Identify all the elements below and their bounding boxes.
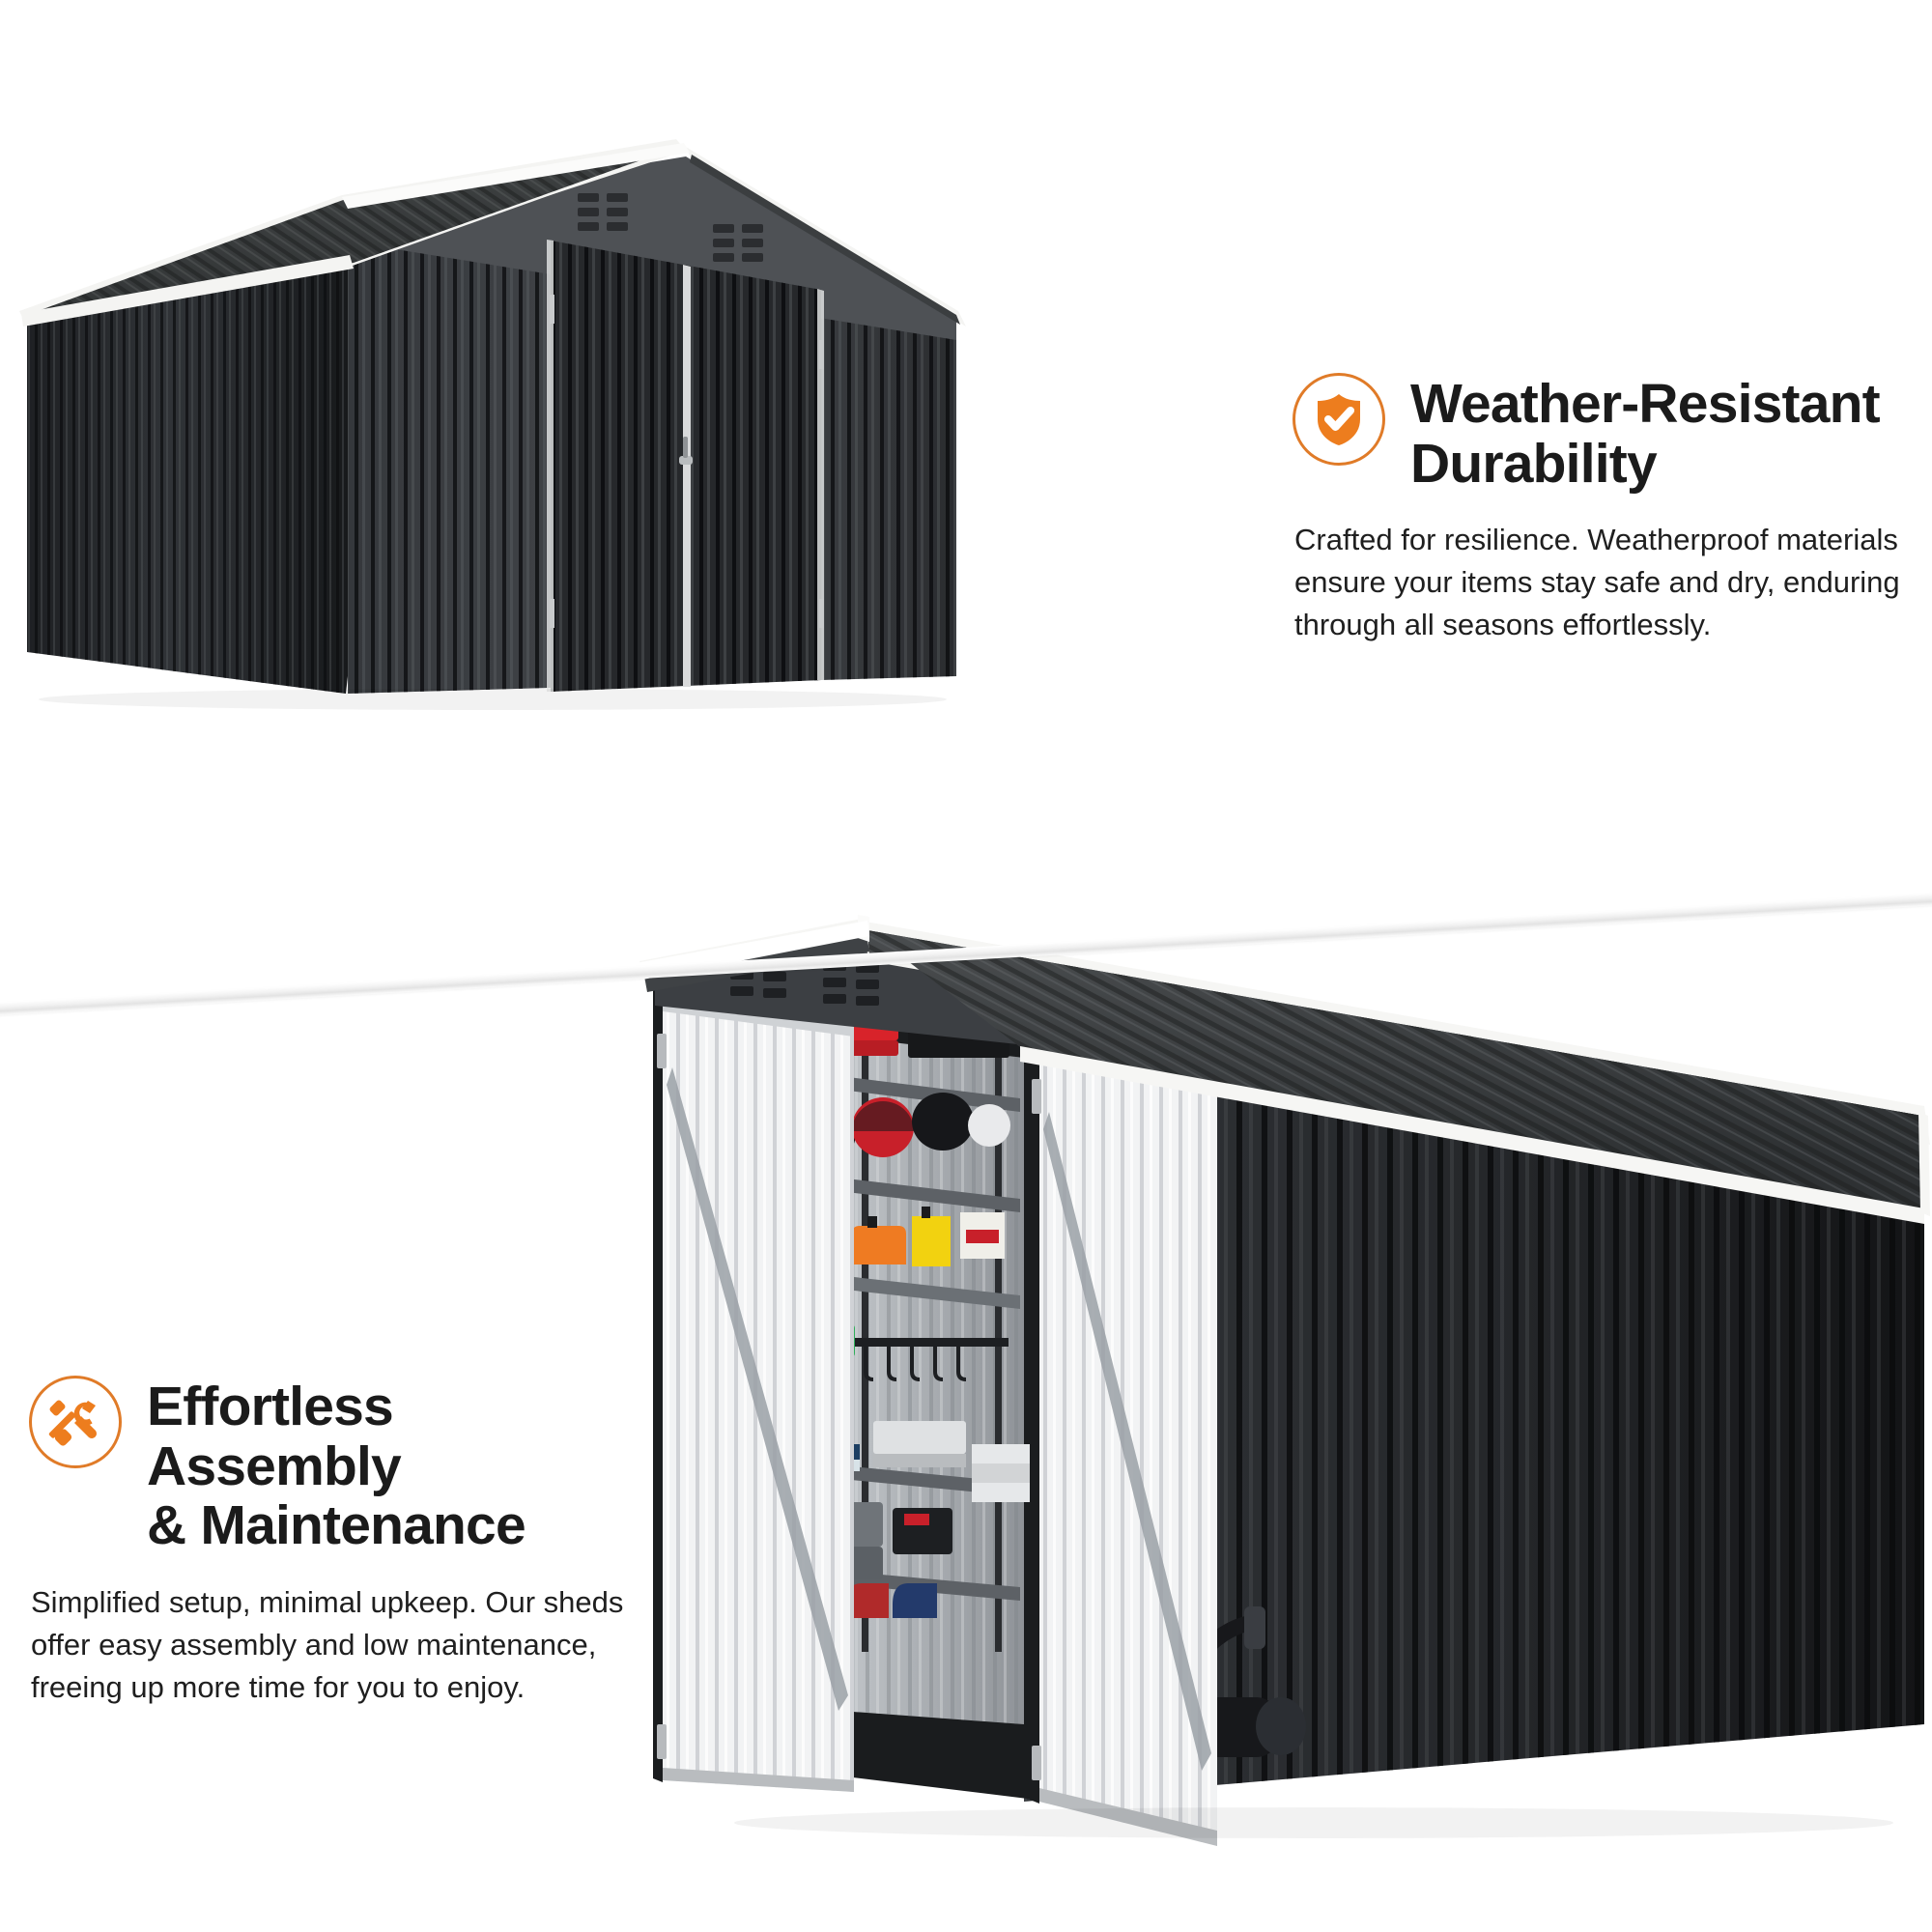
storage-shed-closed-doors-image [10, 97, 985, 734]
feature-weather-resistant: Weather-Resistant Durability Crafted for… [1293, 373, 1911, 646]
feature-assembly-heading-line1: Effortless Assembly [147, 1376, 402, 1497]
storage-shed-open-doors-image [483, 826, 1932, 1908]
feature-weather-body: Crafted for resilience. Weatherproof mat… [1294, 523, 1900, 642]
feature-effortless-assembly: Effortless Assembly & Maintenance Simpli… [29, 1376, 647, 1709]
feature-weather-heading-line1: Weather-Resistant [1410, 373, 1881, 435]
feature-assembly-body: Simplified setup, minimal upkeep. Our sh… [31, 1584, 624, 1704]
feature-weather-heading: Weather-Resistant Durability [1410, 373, 1881, 495]
feature-weather-heading-line2: Durability [1410, 432, 1658, 495]
shield-check-icon [1293, 373, 1385, 466]
feature-assembly-heading-line2: & Maintenance [147, 1494, 526, 1557]
feature-assembly-header: Effortless Assembly & Maintenance [29, 1376, 647, 1556]
feature-assembly-heading: Effortless Assembly & Maintenance [147, 1376, 647, 1556]
feature-weather-header: Weather-Resistant Durability [1293, 373, 1911, 494]
wrench-screwdriver-icon [29, 1376, 122, 1468]
